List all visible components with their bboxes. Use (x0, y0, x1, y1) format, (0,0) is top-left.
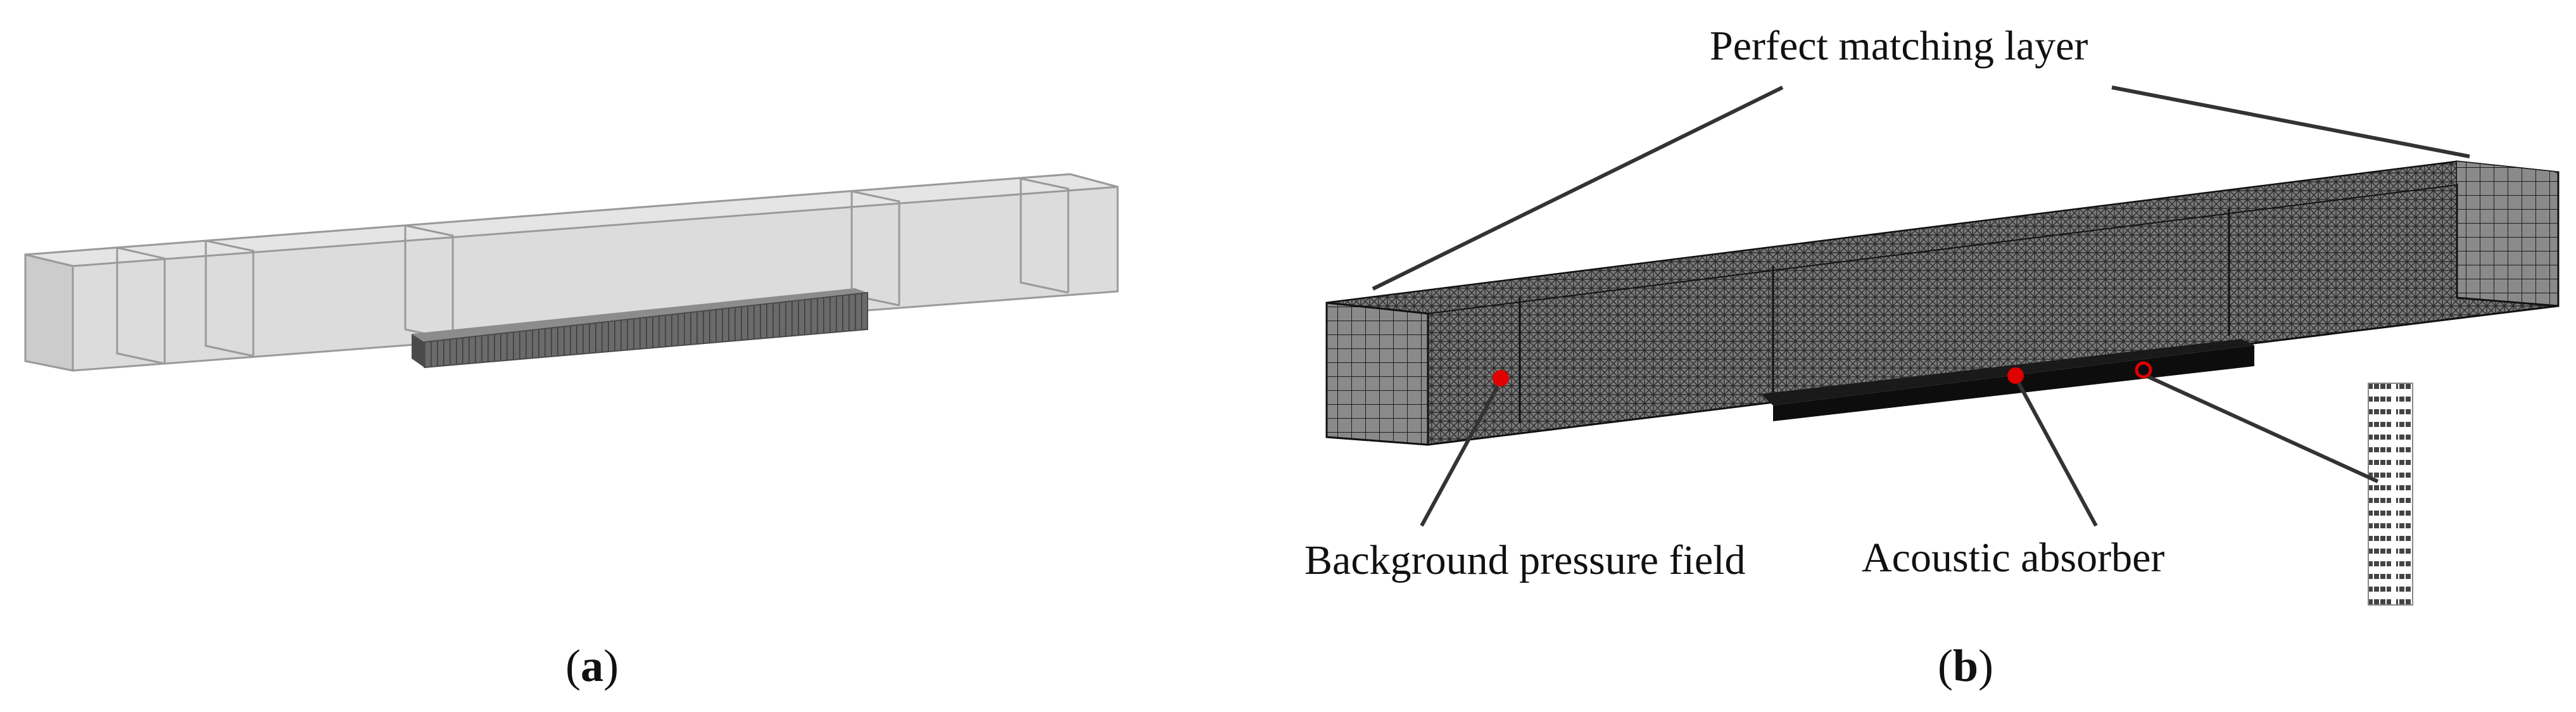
caption-a-letter: a (580, 640, 603, 691)
label-background-pressure-field: Background pressure field (1304, 537, 1746, 583)
absorber-center-marker (2007, 367, 2024, 384)
absorber-a-front (424, 291, 868, 369)
pml-right-block (2456, 160, 2560, 307)
unit-cell-stack (2368, 383, 2413, 605)
panel-a-duct-geometry (24, 173, 1119, 372)
leader-lines (1372, 86, 2470, 527)
label-perfect-matching-layer: Perfect matching layer (1710, 23, 2088, 69)
caption-b-letter: b (1952, 640, 1979, 691)
unit-cell-outline (2368, 383, 2413, 606)
caption-panel-b: (b) (1938, 643, 1993, 689)
absorber-cell-marker (2135, 361, 2152, 379)
absorber-b-top (1760, 339, 2254, 405)
absorber-a-end (412, 334, 424, 367)
pml-left-divider (116, 246, 166, 365)
label-acoustic-absorber: Acoustic absorber (1862, 535, 2165, 581)
pml-right-divider (1020, 177, 1070, 294)
caption-b-close: ) (1978, 640, 1994, 691)
leader-pml-left (1372, 86, 1784, 291)
caption-a-close: ) (603, 640, 619, 691)
leader-pml-right (2111, 86, 2470, 158)
panel-b-meshed-model (1325, 86, 2560, 606)
caption-panel-a: (a) (565, 643, 619, 689)
leader-background (1420, 385, 1500, 527)
section-divider-1 (205, 239, 255, 357)
leader-unit-cell (2147, 375, 2379, 483)
absorber-a (412, 288, 868, 369)
caption-a-open: ( (565, 640, 581, 691)
pml-right-top (2457, 162, 2558, 184)
pml-left-block (1325, 302, 1429, 446)
duct-end-face (24, 253, 74, 372)
leader-absorber (2017, 382, 2098, 527)
background-field-marker (1493, 370, 1509, 386)
mesh-section-lines (1518, 209, 2230, 423)
absorber-unit-cell-icon (2368, 383, 2413, 606)
duct-outline-a (24, 173, 1119, 372)
caption-b-open: ( (1938, 640, 1953, 691)
absorber-a-top (412, 288, 868, 342)
